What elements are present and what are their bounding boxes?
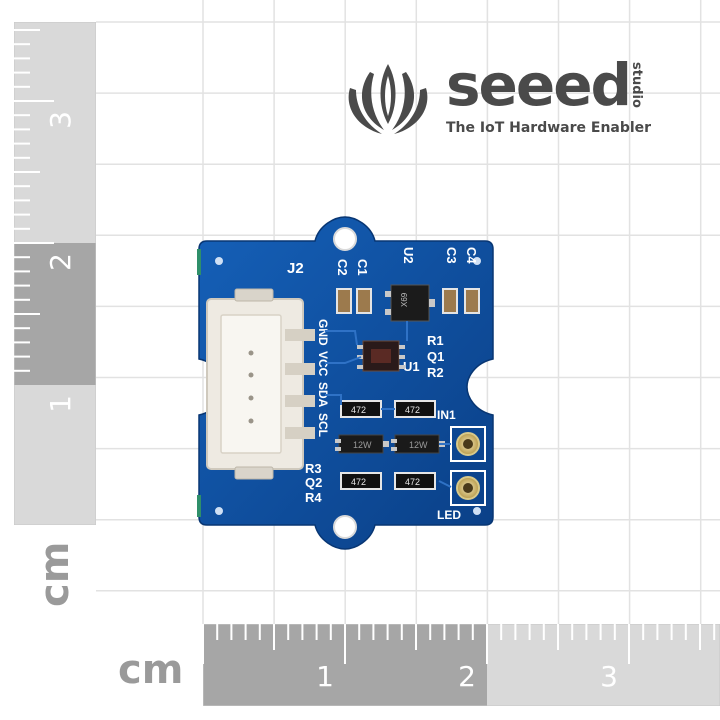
ruler-label: 2	[44, 253, 77, 271]
ruler-label: 3	[600, 660, 618, 693]
horizontal-ruler: 1 2 3	[203, 624, 720, 706]
label-u1: U1	[403, 359, 420, 374]
via	[473, 507, 481, 515]
label-u2: U2	[401, 247, 416, 264]
label-r1: R1	[427, 333, 444, 348]
label-c3: C3	[444, 247, 459, 264]
label-r4: R4	[305, 490, 322, 505]
transistor-mark: 12W	[353, 440, 372, 450]
pin-label-scl: SCL	[316, 413, 330, 437]
label-led: LED	[437, 508, 461, 522]
via	[473, 257, 481, 265]
pin-label-gnd: GND	[316, 319, 330, 346]
transistors: 12W 12W	[335, 434, 445, 454]
brand-tagline: The IoT Hardware Enabler	[446, 120, 652, 136]
transistor-mark: 12W	[409, 440, 428, 450]
resistor-mark: 472	[405, 405, 420, 415]
grove-connector	[206, 288, 315, 480]
vertical-unit-text: cm	[32, 541, 78, 607]
seeed-flame-icon	[348, 64, 428, 134]
label-r2: R2	[427, 365, 444, 380]
label-q1: Q1	[427, 349, 444, 364]
ruler-label: 2	[458, 660, 476, 693]
horizontal-unit-label: cm	[118, 647, 184, 693]
chip-u2: X69	[385, 284, 435, 322]
vertical-ruler: 3 2 1	[14, 22, 96, 525]
label-c1: C1	[355, 259, 370, 276]
resistor-mark: 472	[351, 405, 366, 415]
label-c2: C2	[335, 259, 350, 276]
ruler-segment	[14, 385, 96, 525]
capacitors	[336, 288, 480, 314]
chip-u2-mark: X69	[400, 292, 409, 307]
grove-sensor-board: J2 GND VCC SDA SCL C2 C1 U2 C3 C4 R1 Q1 …	[197, 216, 494, 550]
via	[215, 507, 223, 515]
mounting-hole-top	[333, 227, 357, 251]
label-c4: C4	[464, 247, 479, 264]
label-q2: Q2	[305, 475, 322, 490]
label-in1: IN1	[437, 408, 456, 422]
chip-u1	[357, 340, 405, 372]
via	[215, 257, 223, 265]
ruler-label: 1	[316, 660, 334, 693]
seeed-wordmark: seeed	[446, 51, 632, 119]
studio-superscript: studio	[629, 62, 644, 108]
pads	[450, 426, 486, 506]
ruler-label: 3	[44, 111, 77, 129]
ruler-segment	[14, 22, 96, 101]
resistor-mark: 472	[405, 477, 420, 487]
ruler-label: 1	[44, 395, 77, 413]
pin-label-vcc: VCC	[316, 351, 330, 377]
label-r3: R3	[305, 461, 322, 476]
pin-label-sda: SDA	[316, 382, 330, 408]
resistor-mark: 472	[351, 477, 366, 487]
label-j2: J2	[287, 260, 304, 277]
mounting-hole-bottom	[333, 515, 357, 539]
traces	[325, 321, 452, 488]
resistors: 472 472 472 472	[340, 400, 436, 490]
vertical-unit-label: cm	[32, 541, 92, 615]
seeed-logo: seeed studio The IoT Hardware Enabler	[338, 51, 668, 148]
